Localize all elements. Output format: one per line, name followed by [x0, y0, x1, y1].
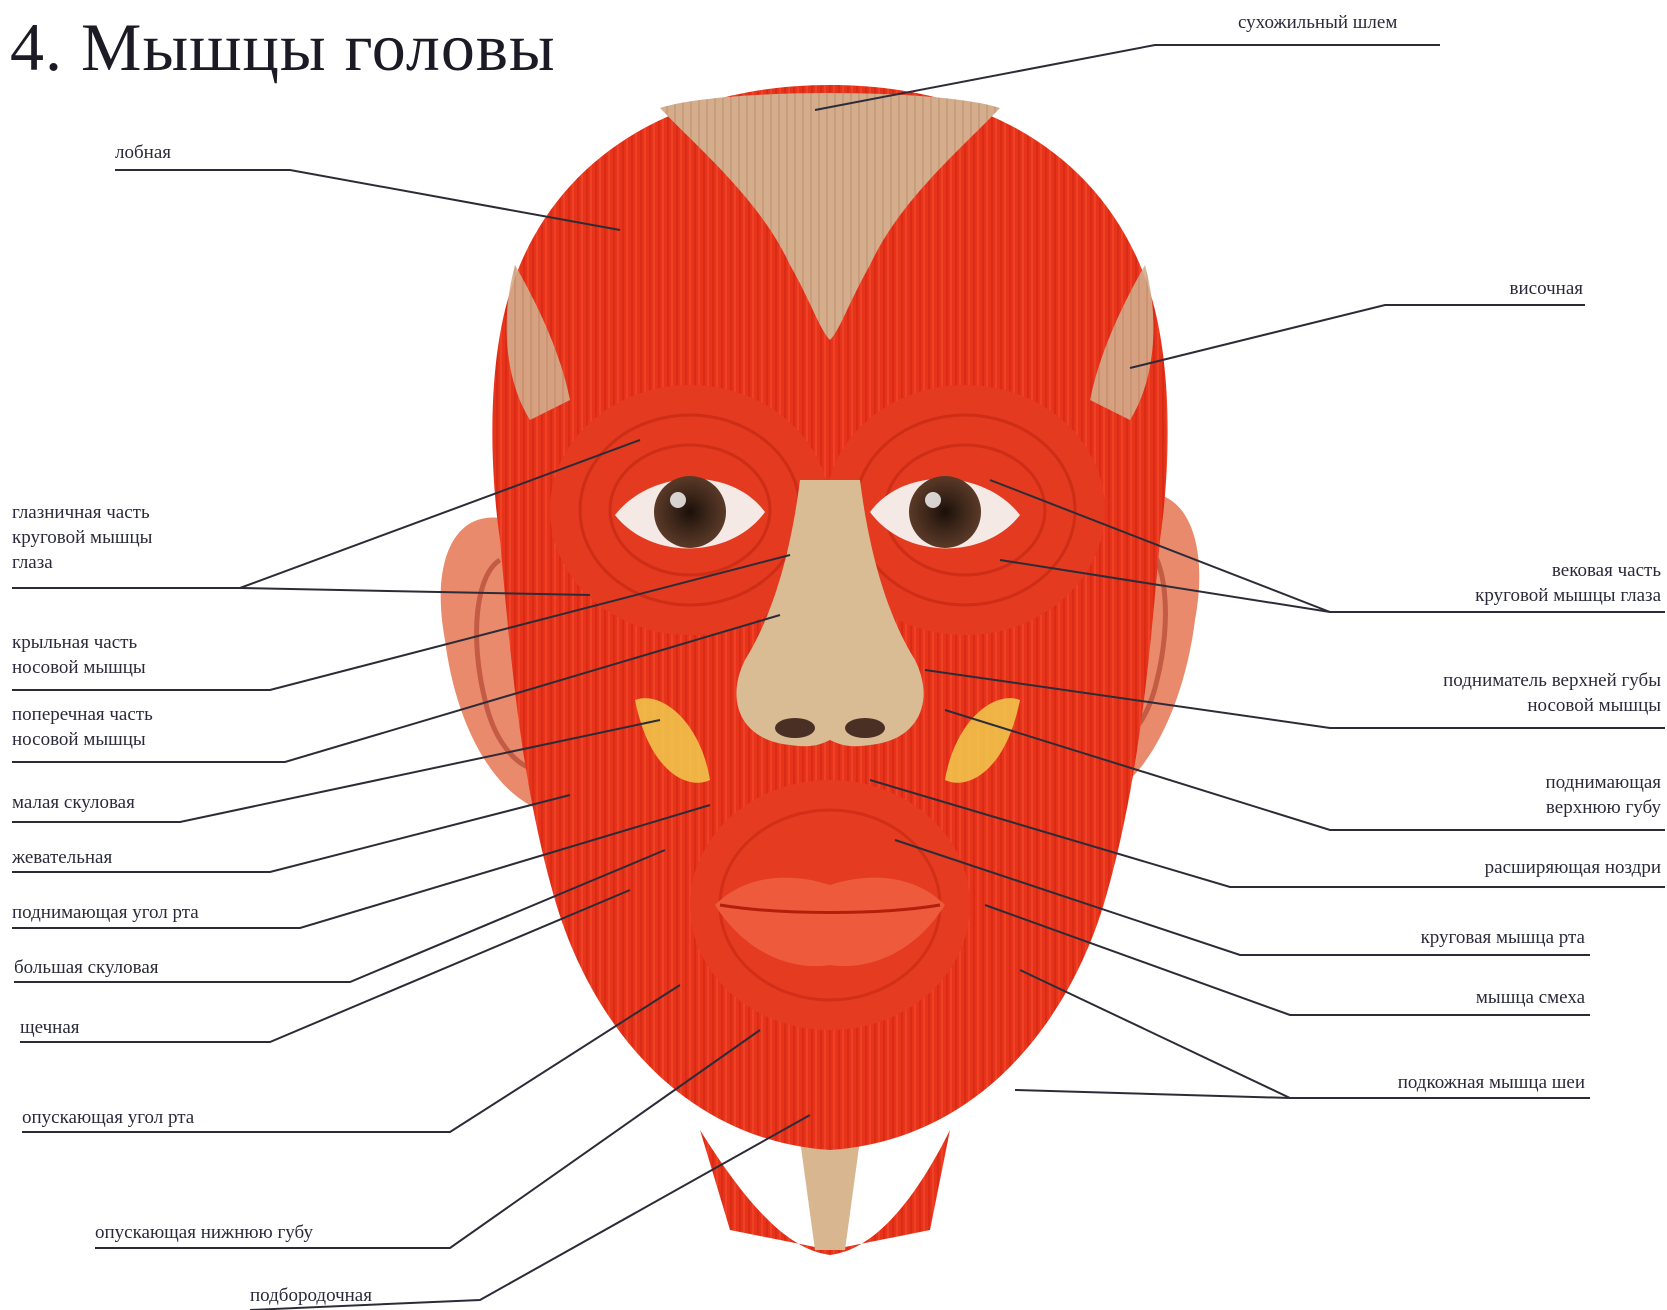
label-frontal: лобная — [115, 140, 171, 165]
label-mentalis: подбородочная — [250, 1283, 372, 1308]
label-palpebral-part-1: вековая часть — [1552, 558, 1661, 583]
label-transverse-part-2: носовой мышцы — [12, 727, 146, 752]
label-buccinator: щечная — [20, 1015, 80, 1040]
label-platysma: подкожная мышца шеи — [1398, 1070, 1585, 1095]
label-levator-labii-alae-2: носовой мышцы — [1527, 693, 1661, 718]
label-orbital-part-3: глаза — [12, 550, 53, 575]
label-alar-part-2: носовой мышцы — [12, 655, 146, 680]
label-levator-anguli: поднимающая угол рта — [12, 900, 199, 925]
label-helmet: сухожильный шлем — [1238, 10, 1397, 35]
label-palpebral-part-2: круговой мышцы глаза — [1475, 583, 1661, 608]
label-levator-labii-alae-1: подниматель верхней губы — [1443, 668, 1661, 693]
label-risorius: мышца смеха — [1476, 985, 1585, 1010]
label-orbicularis-oris: круговая мышца рта — [1421, 925, 1585, 950]
label-orbital-part-2: круговой мышцы — [12, 525, 152, 550]
label-levator-labii-2: верхнюю губу — [1546, 795, 1661, 820]
label-alar-part-1: крыльная часть — [12, 630, 137, 655]
label-depressor-anguli: опускающая угол рта — [22, 1105, 194, 1130]
label-transverse-part-1: поперечная часть — [12, 702, 153, 727]
label-orbital-part-1: глазничная часть — [12, 500, 150, 525]
label-temporal: височная — [1510, 276, 1583, 301]
label-levator-labii-1: поднимающая — [1546, 770, 1661, 795]
label-masseter: жевательная — [12, 845, 112, 870]
label-zygomatic-major: большая скуловая — [14, 955, 159, 980]
leader-temporal — [1130, 305, 1585, 368]
label-depressor-labii: опускающая нижнюю губу — [95, 1220, 313, 1245]
label-zygomatic-minor: малая скуловая — [12, 790, 135, 815]
label-dilator-naris: расширяющая ноздри — [1485, 855, 1661, 880]
